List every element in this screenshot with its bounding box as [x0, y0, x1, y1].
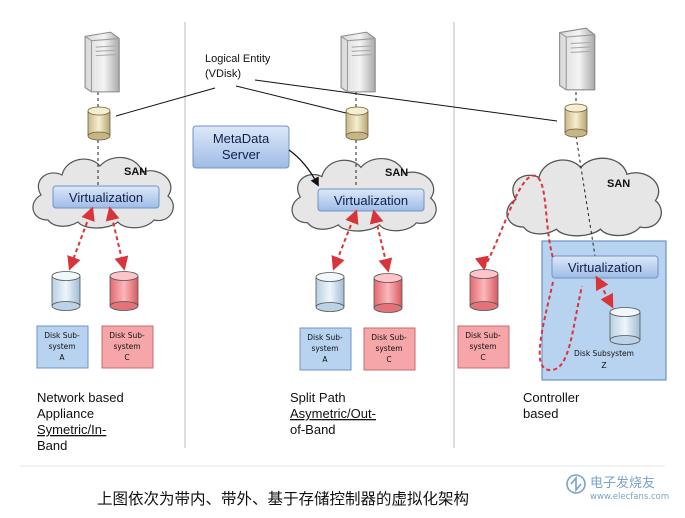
disk-icon-2c: [373, 273, 403, 313]
san-label-3: SAN: [607, 178, 630, 190]
disk-label-2c-line3: C: [386, 355, 391, 364]
footer-caption: 上图依次为带内、带外、基于存储控制器的虚拟化架构: [97, 490, 469, 508]
san-cloud-3: [506, 157, 662, 237]
disk-label-3z-line2: Z: [601, 361, 606, 370]
disk-label-2a-line2: system: [311, 344, 338, 353]
vdisk-icon-3: [564, 103, 588, 138]
dashed-connectors: [97, 92, 596, 257]
disk-label-box-1c: [101, 325, 154, 369]
caption-3-line1: Controller: [523, 390, 580, 405]
disk-label-1c-line3: C: [124, 353, 129, 362]
disk-icon-3z: [609, 307, 641, 345]
data-path-arrows: [67, 174, 614, 372]
metadata-server-sublabel: Server: [222, 147, 261, 162]
logical-line-1: [115, 87, 216, 117]
disk-label-1a-line2: system: [48, 342, 75, 351]
caption-1-line4: Band: [37, 438, 67, 453]
disk-label-box-3c: [457, 325, 510, 369]
disk-label-2a-line3: A: [322, 355, 328, 364]
caption-2-line1: Split Path: [290, 390, 346, 405]
server-icon-1: [84, 31, 120, 93]
disk-label-2c-line2: system: [375, 344, 402, 353]
virtualization-label-3: Virtualization: [568, 260, 642, 275]
san-label-1: SAN: [124, 166, 147, 178]
metadata-server-box: [192, 125, 290, 169]
vdisk-icon-1: [87, 106, 111, 141]
watermark-logo: [566, 474, 586, 494]
san-label-2: SAN: [385, 167, 408, 179]
disk-label-box-1a: [36, 325, 89, 369]
caption-1-line3: Symetric/In-: [37, 422, 106, 437]
disk-label-box-2c: [363, 327, 416, 371]
caption-2-line2: Asymetric/Out-: [290, 406, 376, 421]
disk-label-box-2a: [299, 327, 352, 371]
disk-label-1a-line3: A: [59, 353, 65, 362]
caption-1-line1: Network based: [37, 390, 124, 405]
disk-label-1c-line1: Disk Sub-: [109, 331, 145, 340]
disk-label-3c-line3: C: [480, 353, 485, 362]
disk-icon-2a: [315, 272, 345, 312]
disk-label-3c-line2: system: [469, 342, 496, 351]
disk-label-1a-line1: Disk Sub-: [44, 331, 80, 340]
virtualization-label-2: Virtualization: [334, 193, 408, 208]
virtualization-label-1: Virtualization: [69, 190, 143, 205]
disk-label-2c-line1: Disk Sub-: [371, 333, 407, 342]
disk-icon-1a: [51, 271, 81, 311]
disk-label-1c-line2: system: [113, 342, 140, 351]
logical-entity-sublabel: (VDisk): [205, 68, 241, 80]
caption-1-line2: Appliance: [37, 406, 94, 421]
caption-3-line2: based: [523, 406, 558, 421]
caption-2-line3: of-Band: [290, 422, 336, 437]
server-icon-2: [340, 31, 376, 93]
disk-icon-3c: [469, 269, 499, 311]
disk-label-3c-line1: Disk Sub-: [465, 331, 501, 340]
watermark-text-cn: 电子发烧友: [590, 475, 655, 491]
logical-line-3: [254, 79, 558, 122]
metadata-server-label: MetaData: [213, 131, 270, 146]
logical-line-2: [235, 85, 351, 115]
logical-entity-label: Logical Entity: [205, 53, 271, 65]
disk-label-2a-line1: Disk Sub-: [307, 333, 343, 342]
disk-label-3z-line1: Disk Subsystem: [574, 349, 634, 358]
vdisk-icon-2: [345, 106, 369, 141]
data-path-arrowhead-1: [474, 255, 489, 271]
disk-icon-1c: [109, 271, 139, 311]
watermark-text-en: www.elecfans.com: [590, 492, 669, 502]
server-icon-3: [559, 27, 596, 91]
metadata-arrow: [288, 149, 319, 187]
